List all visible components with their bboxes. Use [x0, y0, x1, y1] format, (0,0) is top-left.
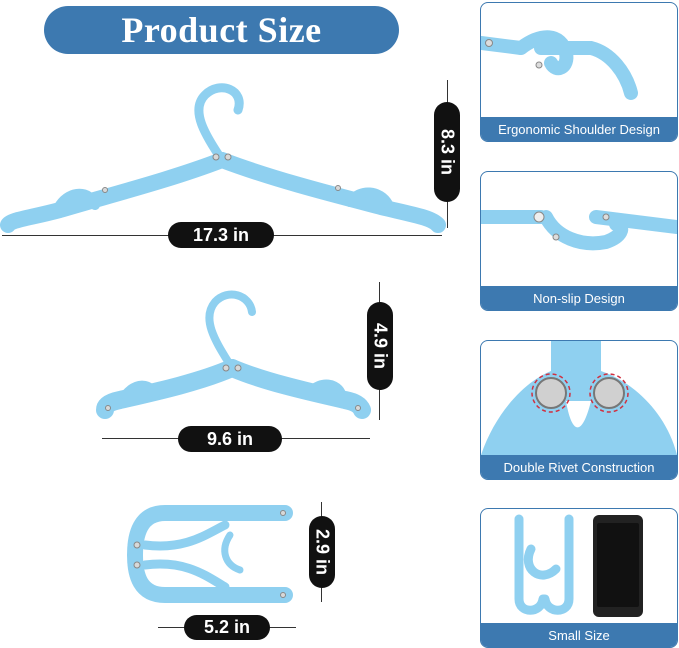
feature-image: [481, 341, 677, 455]
medium-width-label: 9.6 in: [178, 426, 282, 452]
small-height-label: 2.9 in: [309, 516, 335, 588]
feature-image: [481, 3, 677, 117]
feature-panel-ergonomic: Ergonomic Shoulder Design: [480, 2, 678, 142]
feature-image: [481, 509, 677, 623]
page-title: Product Size: [44, 6, 399, 54]
small-width-label: 5.2 in: [184, 615, 270, 640]
large-hanger-image: [0, 83, 446, 233]
feature-image: [481, 172, 677, 286]
large-width-label: 17.3 in: [168, 222, 274, 248]
feature-caption: Ergonomic Shoulder Design: [481, 117, 677, 141]
feature-panel-rivet: Double Rivet Construction: [480, 340, 678, 480]
feature-panel-small: Small Size: [480, 508, 678, 648]
feature-caption: Small Size: [481, 623, 677, 647]
medium-hanger-image: [96, 290, 371, 419]
feature-panel-nonslip: Non-slip Design: [480, 171, 678, 311]
medium-height-label: 4.9 in: [367, 302, 393, 390]
feature-caption: Double Rivet Construction: [481, 455, 677, 479]
large-height-label: 8.3 in: [434, 102, 460, 202]
small-hanger-image: [127, 505, 293, 603]
feature-caption: Non-slip Design: [481, 286, 677, 310]
